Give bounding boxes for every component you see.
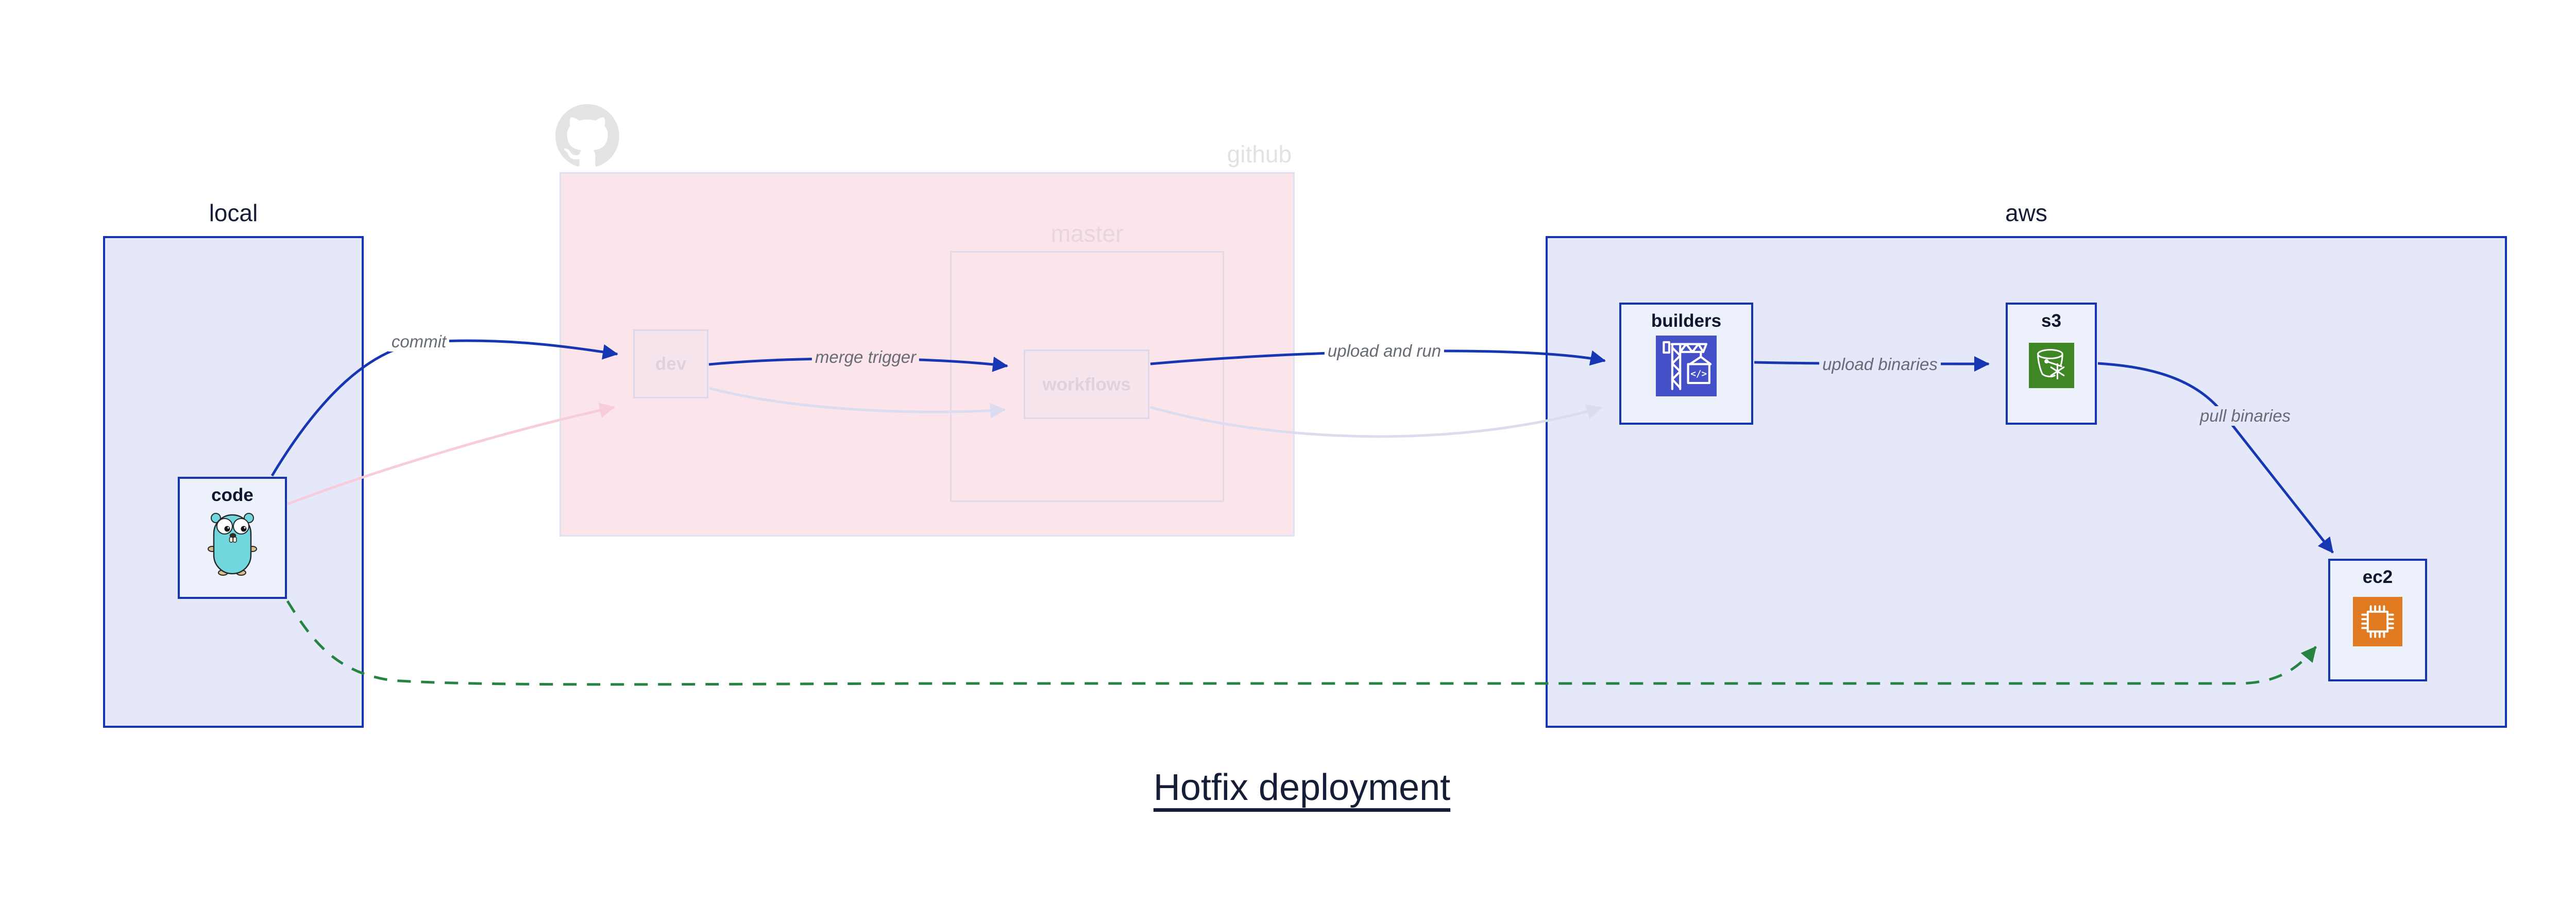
master-group-box [950,251,1224,502]
octocat-icon [555,104,619,166]
github-group-label: github [1227,141,1292,168]
edge-label-upload-binaries: upload binaries [1819,355,1941,374]
node-ec2-label: ec2 [2362,567,2393,587]
node-dev: dev [633,329,708,398]
node-code-label: code [211,485,253,505]
node-dev-label: dev [655,354,687,374]
codebuild-crane-icon: </> [1656,336,1717,396]
master-group-label: master [1050,220,1124,247]
edge-label-upload-and-run: upload and run [1324,341,1445,361]
local-group-label: local [209,199,258,226]
ec2-chip-icon [2353,597,2402,646]
aws-group-label: aws [2005,199,2047,226]
node-workflows: workflows [1024,349,1149,419]
node-builders: builders </> [1619,303,1753,425]
edge-label-commit: commit [388,332,450,352]
builders-icon-code-glyph: </> [1690,369,1707,379]
diagram-title: Hotfix deployment [1153,767,1451,808]
node-s3: s3 [2006,303,2097,425]
node-s3-label: s3 [2041,311,2061,331]
node-workflows-label: workflows [1042,374,1131,394]
edge-label-pull-binaries: pull binaries [2196,406,2294,426]
node-code: code [178,477,287,599]
s3-bucket-icon [2028,343,2074,388]
go-gopher-icon [208,513,257,576]
node-builders-label: builders [1651,311,1722,331]
edge-label-merge-trigger: merge trigger [811,347,920,367]
node-ec2: ec2 [2328,559,2427,681]
